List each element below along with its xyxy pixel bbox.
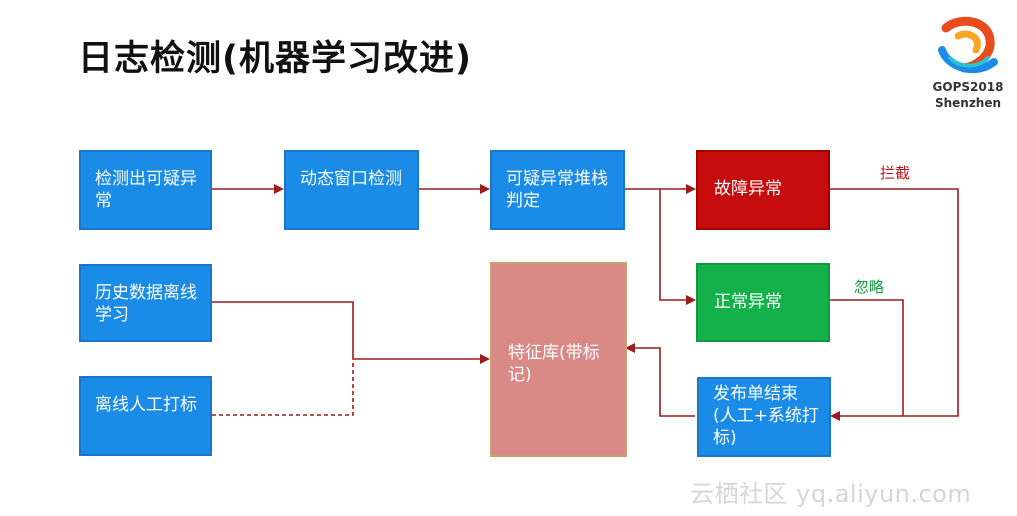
label-ignore: 忽略 [854,278,885,296]
logo-city: Shenzhen [934,96,1002,110]
edge-fault-intercept-to-ticket [830,188,959,421]
edge-history-to-feature [212,301,490,364]
node-feature-library: 特征库(带标记) [490,262,627,457]
node-manual-labeling: 离线人工打标 [79,376,212,456]
edge-manual-to-feature [212,362,354,416]
edge-normal-ignore-to-ticket [830,299,904,416]
node-normal-anomaly: 正常异常 [696,263,830,342]
node-release-ticket: 发布单结束(人工+系统打标) [697,377,831,457]
edge-ticket-to-feature [625,343,695,417]
watermark: 云栖社区 yq.aliyun.com [690,480,972,508]
logo-event-name: GOPS2018 [932,80,1004,94]
node-dynamic-window: 动态窗口检测 [284,150,419,230]
node-detect-suspicious: 检测出可疑异常 [79,150,212,230]
edge-stack-to-normal [659,189,696,305]
gops-logo-icon [938,14,998,74]
node-fault-anomaly: 故障异常 [696,150,830,230]
node-history-learning: 历史数据离线学习 [79,264,212,342]
node-stack-judgement: 可疑异常堆栈判定 [490,150,625,230]
label-intercept: 拦截 [880,164,911,182]
page-title: 日志检测(机器学习改进) [78,39,472,79]
